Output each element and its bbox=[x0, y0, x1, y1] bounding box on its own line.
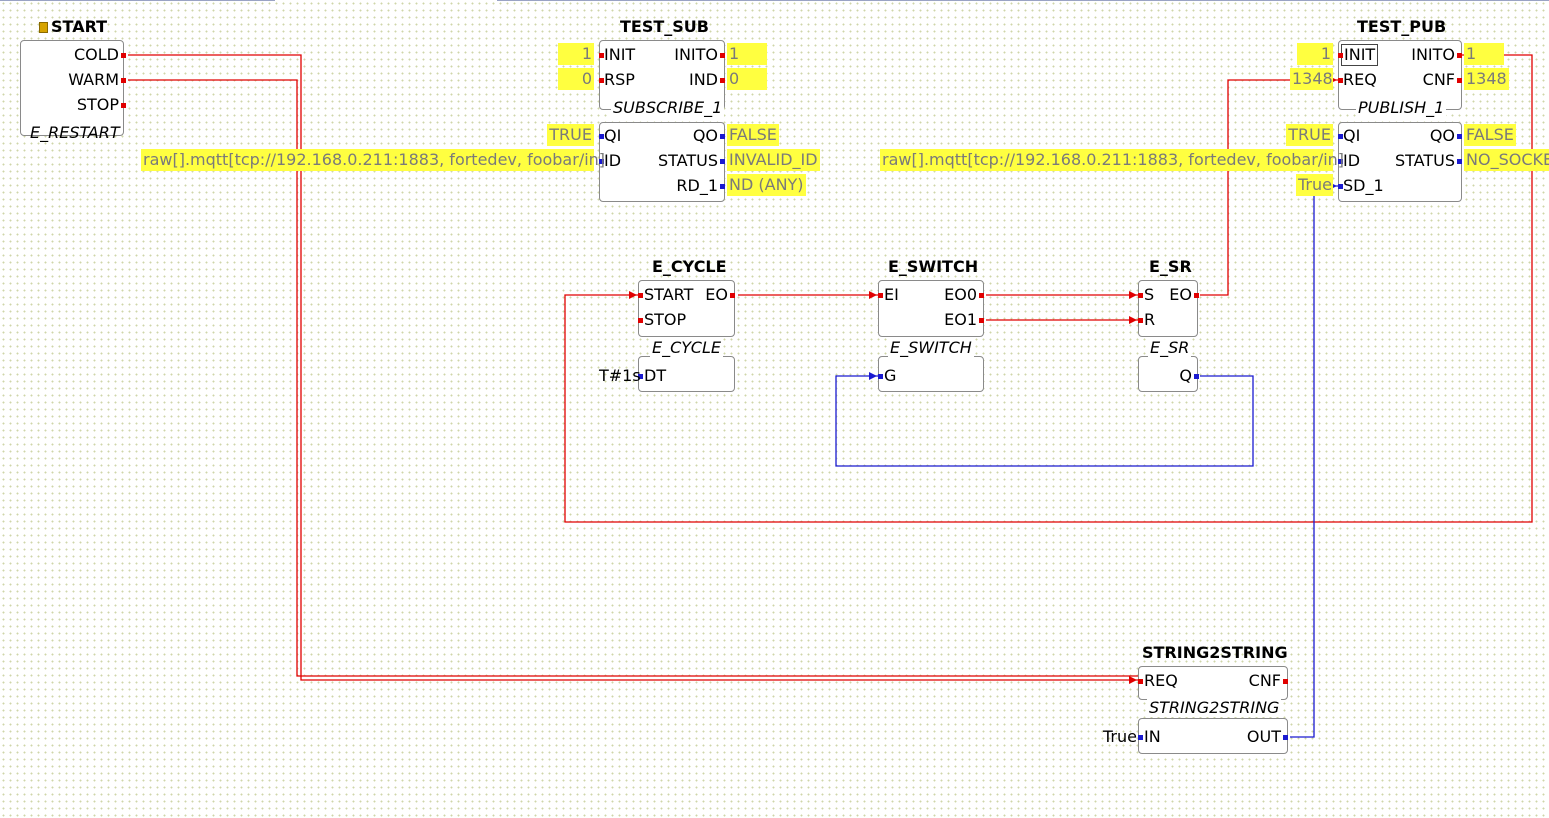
pin-stop[interactable]: STOP bbox=[76, 95, 119, 114]
value-pub-qi[interactable]: TRUE bbox=[1286, 124, 1333, 146]
value-s2s-in[interactable]: True bbox=[1103, 727, 1137, 746]
pin-cycle-dt[interactable]: DT bbox=[644, 366, 667, 385]
pin-switch-eo0[interactable]: EO0 bbox=[944, 285, 977, 304]
fb-string2string-name: STRING2STRING bbox=[1142, 643, 1288, 662]
pin-pub-status[interactable]: STATUS bbox=[1394, 151, 1455, 170]
pin-cold[interactable]: COLD bbox=[74, 45, 119, 64]
fb-test-pub-name: TEST_PUB bbox=[1357, 17, 1447, 36]
pin-s2s-cnf[interactable]: CNF bbox=[1248, 671, 1281, 690]
pin-sr-q[interactable]: Q bbox=[1179, 366, 1192, 385]
fb-e-cycle-name: E_CYCLE bbox=[652, 257, 727, 276]
value-sub-inito[interactable]: 1 bbox=[727, 43, 767, 65]
value-sub-status[interactable]: INVALID_ID bbox=[727, 149, 820, 171]
wire-out-sd1 bbox=[1290, 185, 1338, 738]
pin-s2s-out[interactable]: OUT bbox=[1246, 727, 1281, 746]
value-cycle-dt[interactable]: T#1s bbox=[599, 366, 641, 385]
pin-pub-id[interactable]: ID bbox=[1343, 151, 1361, 170]
pin-sub-ind[interactable]: IND bbox=[688, 70, 718, 89]
pin-sub-id[interactable]: ID bbox=[604, 151, 622, 170]
value-sub-rsp[interactable]: 0 bbox=[558, 68, 594, 90]
fb-test-sub-type: SUBSCRIBE_1 bbox=[611, 98, 725, 117]
pin-pub-cnf[interactable]: CNF bbox=[1422, 70, 1455, 89]
pin-sr-s[interactable]: S bbox=[1144, 285, 1155, 304]
pin-pub-qi[interactable]: QI bbox=[1343, 126, 1361, 145]
wire-warm-req bbox=[128, 79, 1138, 677]
pin-sub-rsp[interactable]: RSP bbox=[604, 70, 635, 89]
value-pub-status[interactable]: NO_SOCKET bbox=[1464, 149, 1549, 171]
value-sub-qi[interactable]: TRUE bbox=[547, 124, 594, 146]
value-sub-rd1[interactable]: ND (ANY) bbox=[727, 174, 806, 196]
fb-e-sr-name: E_SR bbox=[1149, 257, 1192, 276]
pin-pub-qo[interactable]: QO bbox=[1429, 126, 1455, 145]
pin-switch-eo1[interactable]: EO1 bbox=[944, 310, 977, 329]
pin-sub-init[interactable]: INIT bbox=[604, 45, 636, 64]
value-sub-init[interactable]: 1 bbox=[558, 43, 594, 65]
wire-q-g bbox=[835, 375, 1254, 467]
pin-sub-status[interactable]: STATUS bbox=[657, 151, 718, 170]
fb-e-sr-type: E_SR bbox=[1148, 338, 1192, 357]
pin-s2s-in[interactable]: IN bbox=[1144, 727, 1161, 746]
value-pub-cnf[interactable]: 1348 bbox=[1464, 68, 1509, 90]
pin-cycle-eo[interactable]: EO bbox=[705, 285, 728, 304]
value-sub-ind[interactable]: 0 bbox=[727, 68, 767, 90]
value-pub-id[interactable]: raw[].mqtt[tcp://192.168.0.211:1883, for… bbox=[880, 149, 1345, 171]
pin-pub-sd1[interactable]: SD_1 bbox=[1343, 176, 1384, 195]
resource-icon bbox=[39, 22, 48, 33]
pin-sub-qi[interactable]: QI bbox=[604, 126, 622, 145]
pin-pub-inito[interactable]: INITO bbox=[1411, 45, 1455, 64]
pin-cycle-stop[interactable]: STOP bbox=[644, 310, 687, 329]
pin-sub-inito[interactable]: INITO bbox=[674, 45, 718, 64]
pin-cycle-start[interactable]: START bbox=[644, 285, 694, 304]
fb-e-switch-name: E_SWITCH bbox=[888, 257, 979, 276]
wire-inito-start bbox=[564, 54, 1533, 523]
fb-test-sub-name: TEST_SUB bbox=[620, 17, 709, 36]
pin-sub-qo[interactable]: QO bbox=[692, 126, 718, 145]
fb-string2string-type: STRING2STRING bbox=[1147, 698, 1282, 717]
pin-switch-g[interactable]: G bbox=[884, 366, 897, 385]
pin-s2s-req[interactable]: REQ bbox=[1144, 671, 1178, 690]
fb-start-type: E_RESTART bbox=[30, 123, 120, 142]
value-pub-init[interactable]: 1 bbox=[1297, 43, 1333, 65]
value-pub-inito[interactable]: 1 bbox=[1464, 43, 1504, 65]
fb-e-switch-type: E_SWITCH bbox=[888, 338, 974, 357]
fb-test-pub-type: PUBLISH_1 bbox=[1356, 98, 1447, 117]
value-sub-id[interactable]: raw[].mqtt[tcp://192.168.0.211:1883, for… bbox=[141, 149, 606, 171]
fb-e-cycle-type: E_CYCLE bbox=[650, 338, 723, 357]
pin-switch-ei[interactable]: EI bbox=[884, 285, 899, 304]
value-pub-sd1[interactable]: True bbox=[1296, 174, 1333, 196]
fb-start-name: START bbox=[51, 17, 108, 36]
value-pub-req[interactable]: 1348 bbox=[1290, 68, 1333, 90]
fb-start-body bbox=[20, 40, 124, 136]
pin-sr-r[interactable]: R bbox=[1144, 310, 1156, 329]
pin-sub-rd1[interactable]: RD_1 bbox=[676, 176, 718, 195]
wire-cold-init bbox=[128, 54, 1138, 681]
wire-sr-req bbox=[1200, 79, 1338, 296]
pin-sr-eo[interactable]: EO bbox=[1169, 285, 1192, 304]
pin-pub-req[interactable]: REQ bbox=[1343, 70, 1377, 89]
value-sub-qo[interactable]: FALSE bbox=[727, 124, 779, 146]
value-pub-qo[interactable]: FALSE bbox=[1464, 124, 1516, 146]
pin-warm[interactable]: WARM bbox=[68, 70, 119, 89]
